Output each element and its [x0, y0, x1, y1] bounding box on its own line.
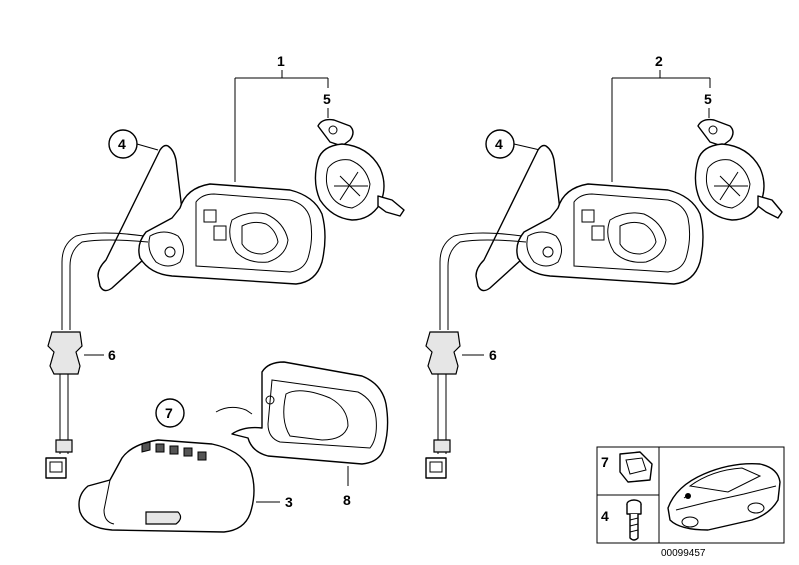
legend-car-icon [667, 463, 781, 531]
left-mirror-glass [97, 144, 184, 292]
left-mirror-housing [138, 183, 326, 285]
right-cable-harness [425, 232, 527, 479]
mirror-frame-group: 8 [215, 361, 389, 508]
right-assembly-bracket-line [611, 70, 711, 182]
left-mirror-assembly: 1 5 4 [45, 53, 405, 479]
right-mirror-assembly: 2 5 4 [425, 53, 783, 479]
legend-box: 7 4 00099457 [596, 446, 785, 559]
label-cover: 3 [285, 494, 293, 510]
right-mounting-bracket [694, 118, 783, 221]
label-frame: 8 [343, 492, 351, 508]
mirror-frame [231, 361, 389, 465]
left-mounting-bracket [314, 118, 405, 221]
label-left-cable: 6 [108, 347, 116, 363]
label-cap: 7 [165, 405, 173, 421]
mirror-cover-group: 7 3 [78, 398, 293, 533]
label-right-bracket: 5 [704, 91, 712, 107]
label-left-bracket: 5 [323, 91, 331, 107]
label-right-assembly: 2 [655, 53, 663, 69]
left-assembly-bracket-line [234, 70, 329, 182]
label-right-glass: 4 [495, 136, 503, 152]
right-mirror-glass [475, 144, 562, 292]
legend-screw-part [626, 499, 642, 541]
label-left-glass: 4 [118, 136, 126, 152]
cap-callout-circle [155, 398, 185, 428]
right-mirror-housing [516, 183, 704, 285]
left-cable-harness [45, 232, 149, 479]
legend-label-screw: 4 [601, 508, 609, 524]
reference-number: 00099457 [661, 548, 706, 559]
legend-clip-part [619, 451, 653, 483]
legend-label-clip: 7 [601, 454, 609, 470]
label-left-assembly: 1 [277, 53, 285, 69]
mirror-cover [78, 439, 255, 533]
label-right-cable: 6 [489, 347, 497, 363]
